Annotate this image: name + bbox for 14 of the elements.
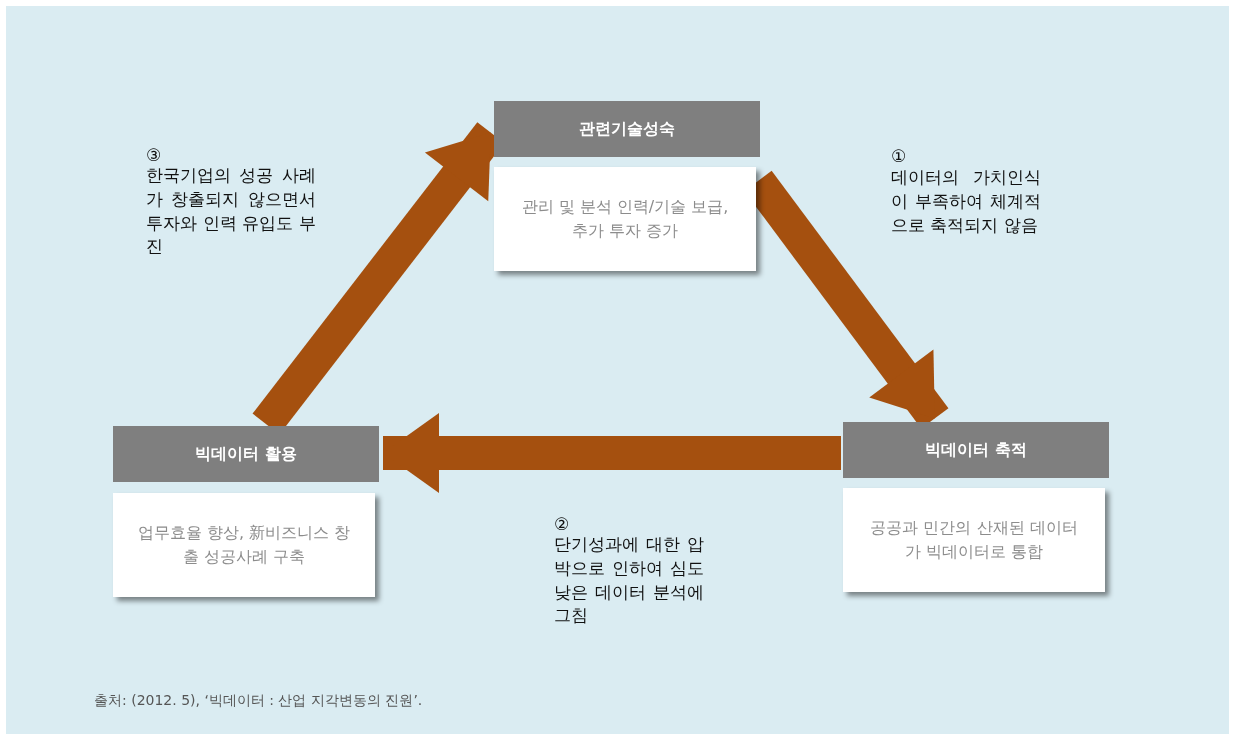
edge-label: 단기성과에 대한 압박으로 인하여 심도 낮은 데이터 분석에 그침 [554, 533, 704, 628]
stage-title-box: 관련기술성숙 [494, 101, 760, 157]
circled-number: ② [554, 513, 570, 536]
source-note: 출처: (2012. 5), ‘빅데이터 : 산업 지각변동의 진원’. [94, 691, 423, 710]
edge-label: 한국기업의 성공 사례가 창출되지 않으면서 투자와 인력 유입도 부진 [146, 164, 316, 259]
stage-title-box: 빅데이터 축적 [843, 422, 1109, 478]
edge-label: 데이터의 가치인식이 부족하여 체계적으로 축적되지 않음 [891, 166, 1041, 237]
stage-description-box: 공공과 민간의 산재된 데이터가 빅데이터로 통합 [843, 488, 1105, 592]
stage-description-box: 관리 및 분석 인력/기술 보급, 추가 투자 증가 [494, 167, 756, 271]
stage-title-box: 빅데이터 활용 [113, 426, 379, 482]
block-arrow [383, 413, 841, 493]
stage-description-box: 업무효율 향상, 新비즈니스 창출 성공사례 구축 [113, 493, 375, 597]
circled-number: ③ [146, 144, 162, 167]
circled-number: ① [891, 145, 907, 168]
